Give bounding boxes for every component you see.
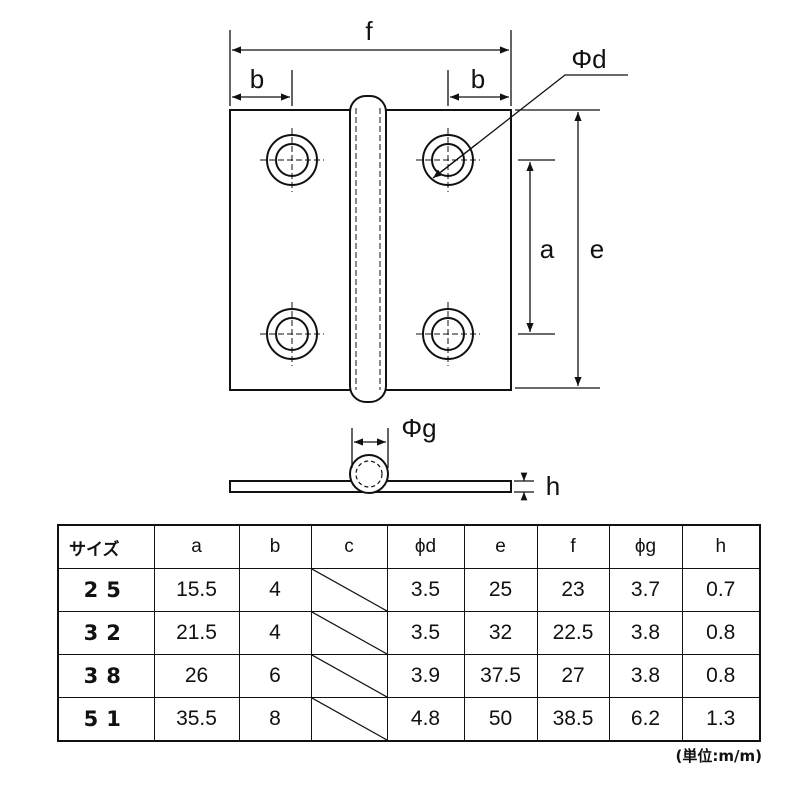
cell-c-not-applicable: [310, 611, 388, 655]
cell-f: 27: [536, 654, 610, 698]
unit-note: (単位:m/m): [675, 747, 762, 765]
hinge-technical-drawing: f b b Φd a e Φg: [229, 16, 628, 501]
screw-hole-top-right: [416, 128, 480, 192]
cell-b: 6: [238, 654, 312, 698]
screw-hole-bottom-left: [260, 302, 324, 366]
size-spec-table: サイズ a b c ϕd e f ϕg h 25 15.5 4 3.5 25 2…: [57, 524, 761, 742]
label-h: h: [546, 471, 560, 501]
hinge-side-view: [229, 454, 512, 494]
label-d: Φd: [571, 44, 606, 74]
cell-d: 4.8: [386, 697, 465, 742]
dimension-b-left: [232, 70, 293, 106]
dimension-g: [351, 428, 389, 468]
header-d: ϕd: [386, 524, 465, 569]
cell-e: 37.5: [463, 654, 538, 698]
cell-e: 32: [463, 611, 538, 655]
label-a: a: [540, 234, 555, 264]
cell-d: 3.9: [386, 654, 465, 698]
cell-b: 8: [238, 697, 312, 742]
header-f: f: [536, 524, 610, 569]
table-row: 32 21.5 4 3.5 32 22.5 3.8 0.8: [57, 611, 761, 655]
table-row: 25 15.5 4 3.5 25 23 3.7 0.7: [57, 568, 761, 612]
cell-f: 22.5: [536, 611, 610, 655]
cell-h: 0.8: [681, 611, 761, 655]
cell-b: 4: [238, 611, 312, 655]
dimension-h: [514, 472, 534, 501]
cell-a: 15.5: [153, 568, 240, 612]
cell-g: 3.7: [608, 568, 683, 612]
cell-e: 25: [463, 568, 538, 612]
header-b: b: [238, 524, 312, 569]
dimension-b-right: [447, 70, 509, 106]
cell-size: 25: [57, 568, 155, 612]
table-row: 38 26 6 3.9 37.5 27 3.8 0.8: [57, 654, 761, 698]
hinge-front-view: [229, 95, 512, 403]
label-b-left: b: [250, 64, 264, 94]
header-e: e: [463, 524, 538, 569]
screw-hole-top-left: [260, 128, 324, 192]
header-h: h: [681, 524, 761, 569]
dimension-d: [432, 74, 628, 179]
label-e: e: [590, 234, 604, 264]
hinge-knuckle: [349, 95, 387, 403]
cell-size: 51: [57, 697, 155, 742]
cell-c-not-applicable: [310, 568, 388, 612]
cell-g: 6.2: [608, 697, 683, 742]
label-g: Φg: [401, 413, 436, 443]
cell-b: 4: [238, 568, 312, 612]
header-c: c: [310, 524, 388, 569]
cell-f: 38.5: [536, 697, 610, 742]
cell-d: 3.5: [386, 568, 465, 612]
table-header-row: サイズ a b c ϕd e f ϕg h: [57, 524, 761, 569]
cell-size: 38: [57, 654, 155, 698]
cell-e: 50: [463, 697, 538, 742]
cell-d: 3.5: [386, 611, 465, 655]
cell-a: 35.5: [153, 697, 240, 742]
cell-g: 3.8: [608, 654, 683, 698]
cell-h: 1.3: [681, 697, 761, 742]
header-size: サイズ: [57, 524, 155, 569]
cell-c-not-applicable: [310, 697, 388, 742]
cell-g: 3.8: [608, 611, 683, 655]
cell-a: 21.5: [153, 611, 240, 655]
cell-h: 0.8: [681, 654, 761, 698]
header-a: a: [153, 524, 240, 569]
dimension-f: [229, 30, 512, 106]
dimension-e: [515, 109, 600, 389]
cell-f: 23: [536, 568, 610, 612]
cell-c-not-applicable: [310, 654, 388, 698]
dimension-a: [518, 159, 555, 335]
cell-a: 26: [153, 654, 240, 698]
table-row: 51 35.5 8 4.8 50 38.5 6.2 1.3: [57, 697, 761, 742]
cell-size: 32: [57, 611, 155, 655]
label-b-right: b: [471, 64, 485, 94]
label-f: f: [365, 16, 373, 46]
header-g: ϕg: [608, 524, 683, 569]
screw-holes: [260, 128, 480, 366]
cell-h: 0.7: [681, 568, 761, 612]
screw-hole-bottom-right: [416, 302, 480, 366]
